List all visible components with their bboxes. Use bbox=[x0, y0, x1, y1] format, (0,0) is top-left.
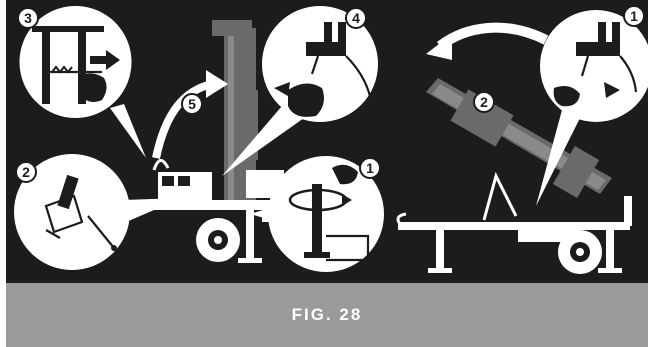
hand-icon bbox=[288, 83, 324, 116]
hand-icon bbox=[80, 73, 107, 102]
callout-4-number: 4 bbox=[352, 10, 360, 26]
callout-5-number: 5 bbox=[188, 96, 196, 112]
curved-arrow-icon bbox=[440, 28, 546, 46]
arrow-head-icon bbox=[426, 34, 452, 60]
callout-3-number: 3 bbox=[24, 10, 32, 26]
callout-3 bbox=[20, 6, 147, 158]
callout-2 bbox=[14, 154, 182, 270]
curved-arrow-icon bbox=[156, 84, 212, 158]
callout-2-number: 2 bbox=[22, 164, 30, 180]
callout-2-right-number: 2 bbox=[480, 94, 488, 110]
figure-caption: FIG. 28 bbox=[292, 305, 363, 325]
callout-1-right-number: 1 bbox=[630, 8, 638, 24]
caption-band: FIG. 28 bbox=[6, 283, 648, 347]
callout-1-left-number: 1 bbox=[366, 160, 374, 176]
illustration-svg: .w { fill: #ffffff; } .k { fill: #1c1c1c… bbox=[6, 0, 648, 283]
illustration-panel: .w { fill: #ffffff; } .k { fill: #1c1c1c… bbox=[6, 0, 648, 283]
